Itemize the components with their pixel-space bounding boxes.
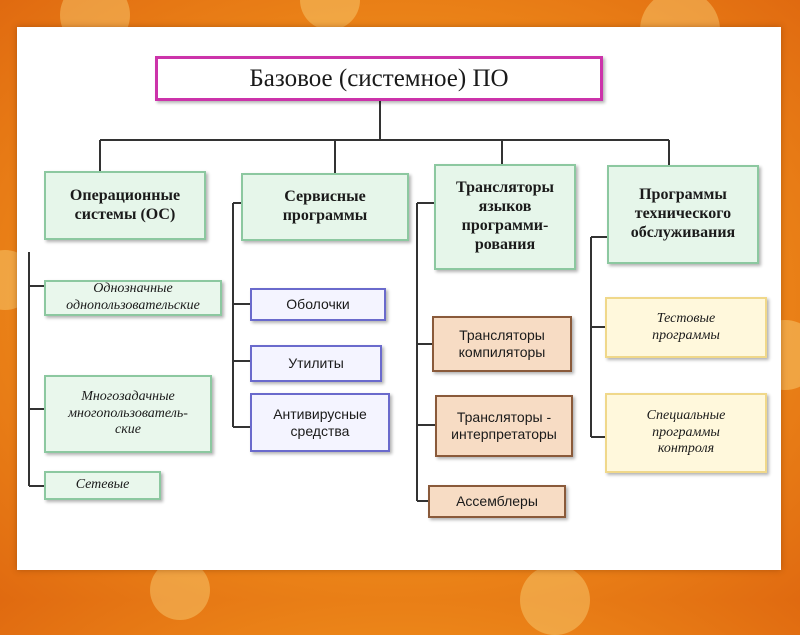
service-item-antivirus: Антивирусные средства [250,393,390,452]
os-item-network: Сетевые [44,471,161,500]
background-bokeh [300,0,360,30]
connector-lines [28,101,670,502]
translator-item-interpreters: Трансляторы - интерпретаторы [435,395,573,457]
translator-item-compilers: Трансляторы компиляторы [432,316,572,372]
maintenance-item-control: Специальные программы контроля [605,393,767,473]
os-item-single-user: Однозначные однопользовательские [44,280,222,316]
service-item-utilities: Утилиты [250,345,382,382]
background-bokeh [520,565,590,635]
category-os: Операционные системы (ОС) [44,171,206,240]
category-translators: Трансляторы языков программи- рования [434,164,576,270]
service-item-shells: Оболочки [250,288,386,321]
translator-item-assemblers: Ассемблеры [428,485,566,518]
root-node: Базовое (системное) ПО [155,56,603,101]
category-maintenance: Программы технического обслуживания [607,165,759,264]
category-service: Сервисные программы [241,173,409,241]
os-item-multitask: Многозадачные многопользователь- ские [44,375,212,453]
diagram-panel: Базовое (системное) ПО Операционные сист… [17,27,781,570]
maintenance-item-tests: Тестовые программы [605,297,767,358]
